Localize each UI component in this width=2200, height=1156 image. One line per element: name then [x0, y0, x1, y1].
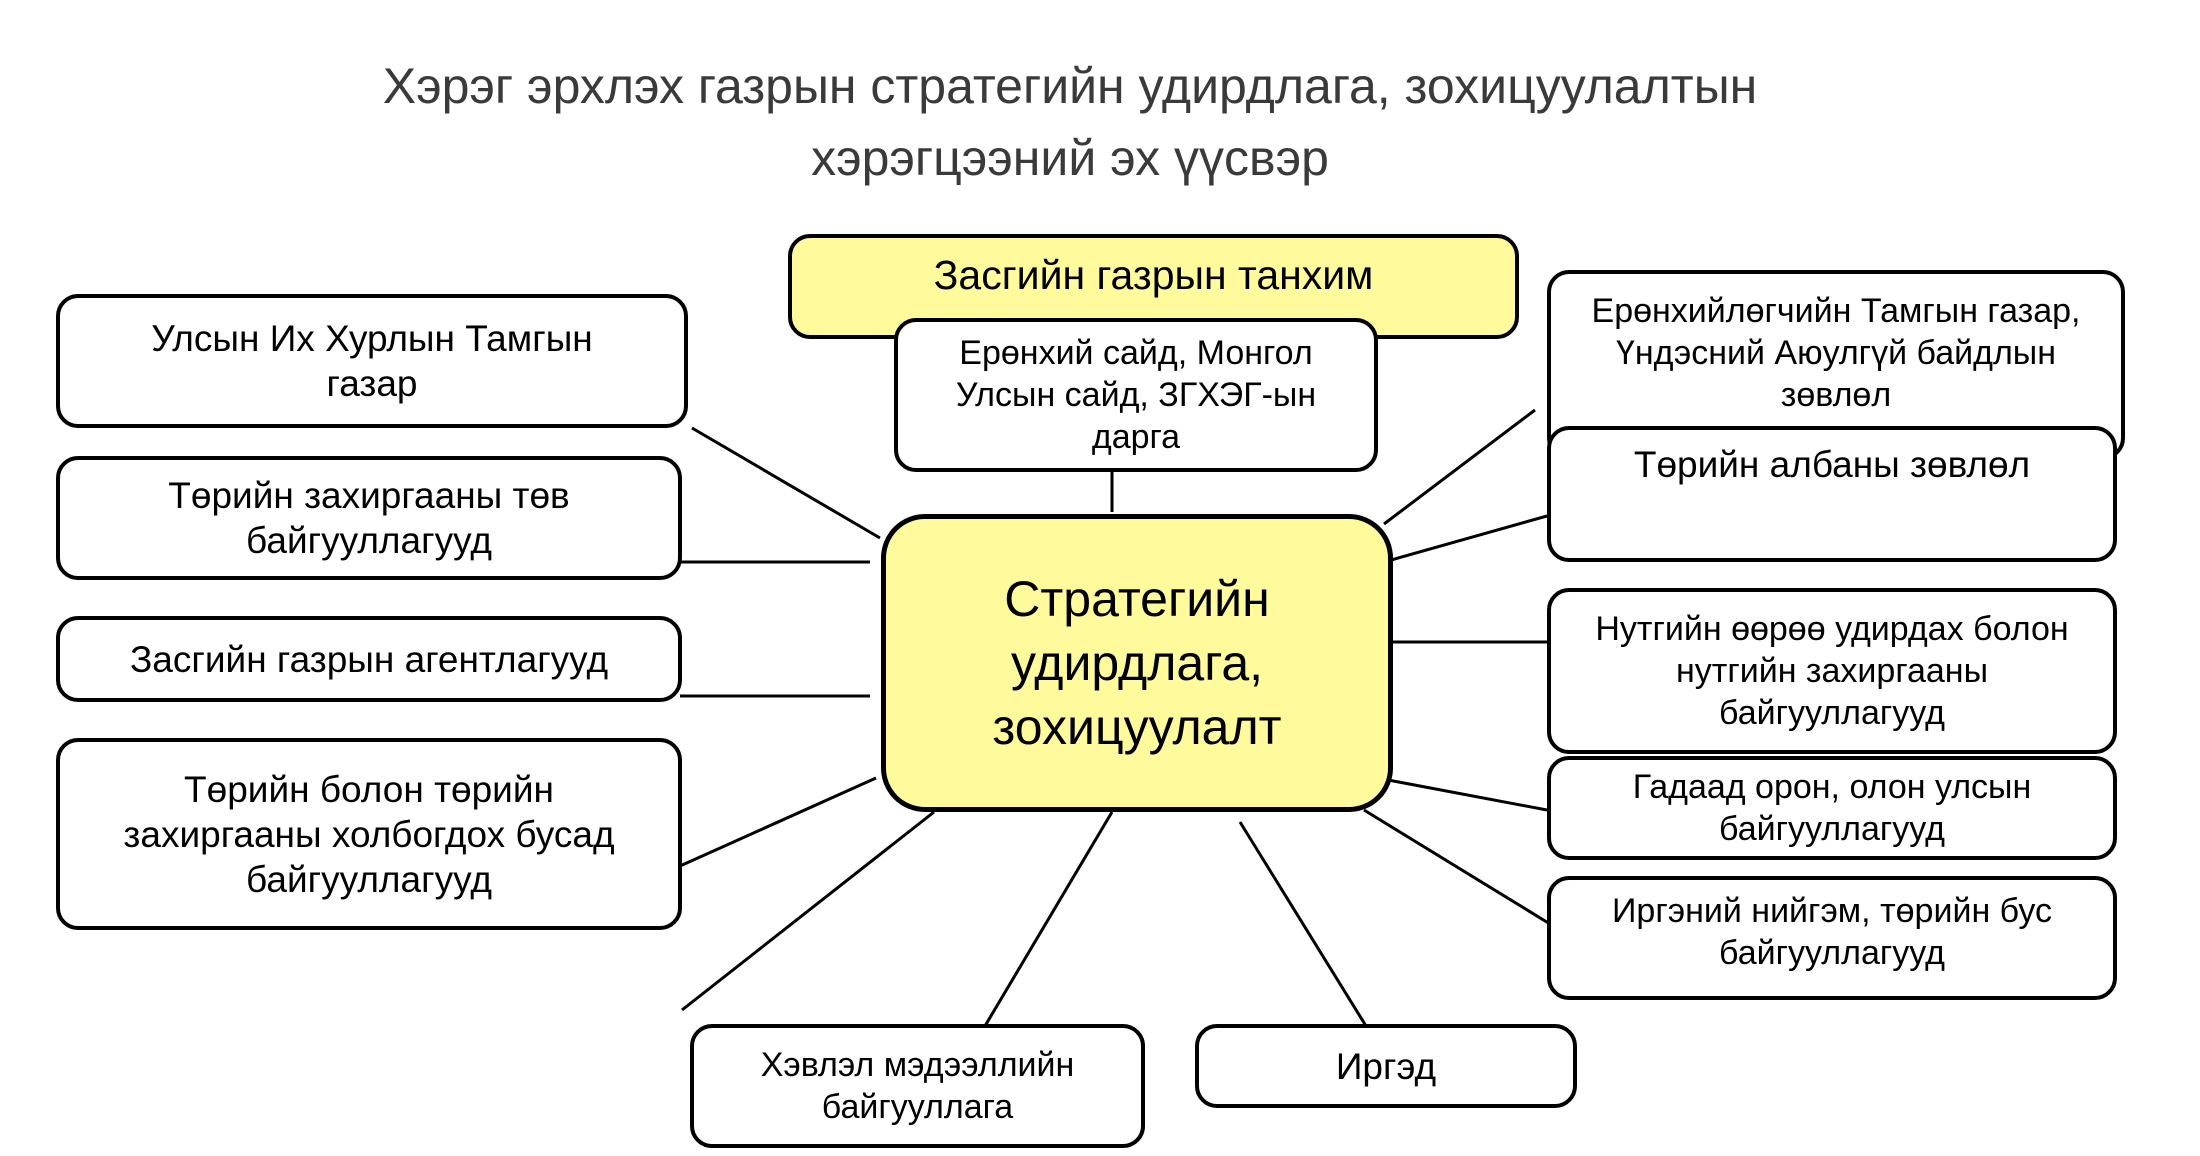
node-foreign-international: Гадаад орон, олон улсын байгууллагууд [1547, 756, 2117, 860]
node-parliament-line-1: Улсын Их Хурлын Тамгын [151, 318, 593, 359]
node-other-state-line-3: байгууллагууд [246, 858, 492, 900]
node-civil-service-council: Төрийн албаны зөвлөл [1547, 426, 2117, 562]
node-ministers: Ерөнхий сайд, Монгол Улсын сайд, ЗГХЭГ-ы… [894, 318, 1378, 472]
node-central-admin-line-2: байгууллагууд [246, 520, 492, 561]
node-government-agencies: Засгийн газрын агентлагууд [56, 616, 682, 702]
node-other-state-line-1: Төрийн болон төрийн [184, 768, 554, 810]
node-citizens-label: Иргэд [1335, 1045, 1437, 1087]
node-local-gov-line-2: нутгийн захиргааны [1675, 652, 1989, 690]
node-president-office-line-3: зөвлөл [1780, 376, 1892, 414]
node-civil-service-label: Төрийн албаны зөвлөл [1633, 444, 2031, 485]
node-president-office-line-1: Ерөнхийлөгчийн Тамгын газар, [1591, 292, 2081, 330]
connector-parliament [691, 426, 881, 540]
node-ministers-line-3: дарга [1091, 418, 1181, 456]
node-central-admin: Төрийн захиргааны төв байгууллагууд [56, 456, 682, 580]
connector-president-office [1383, 408, 1536, 526]
node-civil-society-line-2: байгууллагууд [1719, 934, 1945, 972]
node-central-admin-line-1: Төрийн захиргааны төв [168, 475, 570, 516]
node-local-gov-line-1: Нутгийн өөрөө удирдах болон [1595, 610, 2069, 648]
node-media: Хэвлэл мэдээллийн байгууллага [690, 1024, 1145, 1148]
page-title: Хэрэг эрхлэх газрын стратегийн удирдлага… [230, 50, 1910, 194]
node-ministers-line-2: Улсын сайд, ЗГХЭГ-ын [955, 376, 1317, 414]
center-node-strategic-management: Стратегийн удирдлага, зохицуулалт [881, 514, 1393, 812]
node-foreign-line-1: Гадаад орон, олон улсын [1632, 768, 2032, 806]
node-local-government: Нутгийн өөрөө удирдах болон нутгийн захи… [1547, 588, 2117, 754]
connector-foreign [1387, 778, 1548, 812]
node-civil-society-line-1: Иргэний нийгэм, төрийн бус [1611, 892, 2053, 930]
connector-unlabeled [681, 810, 935, 1012]
center-node-line-3: зохицуулалт [992, 699, 1282, 755]
page-title-line-2: хэрэгцээний эх үүсвэр [811, 130, 1329, 186]
connector-civil-service [1383, 514, 1548, 564]
node-parliament-line-2: газар [326, 363, 418, 404]
center-node-line-2: удирдлага, [1010, 635, 1264, 691]
node-parliament-secretariat: Улсын Их Хурлын Тамгын газар [56, 294, 688, 428]
center-node-line-1: Стратегийн [1004, 571, 1270, 627]
node-citizens: Иргэд [1195, 1024, 1577, 1108]
node-president-office-line-2: Үндэсний Аюулгүй байдлын [1615, 334, 2057, 372]
node-civil-society: Иргэний нийгэм, төрийн бус байгууллагууд [1547, 876, 2117, 1000]
node-ministers-line-1: Ерөнхий сайд, Монгол [959, 334, 1313, 372]
node-media-line-2: байгууллага [821, 1088, 1014, 1126]
node-cabinet-label: Засгийн газрын танхим [933, 252, 1374, 298]
node-local-gov-line-3: байгууллагууд [1719, 694, 1945, 732]
page-title-line-1: Хэрэг эрхлэх газрын стратегийн удирдлага… [382, 58, 1758, 114]
node-agencies-label: Засгийн газрын агентлагууд [129, 638, 609, 680]
node-foreign-line-2: байгууллагууд [1719, 810, 1945, 848]
connector-other-state [679, 776, 877, 868]
connector-civil-society [1363, 808, 1551, 926]
connector-citizens [1238, 821, 1368, 1027]
connector-media [983, 811, 1114, 1027]
node-other-state-organizations: Төрийн болон төрийн захиргааны холбогдох… [56, 738, 682, 930]
node-media-line-1: Хэвлэл мэдээллийн [760, 1046, 1075, 1084]
node-other-state-line-2: захиргааны холбогдох бусад [123, 813, 615, 855]
